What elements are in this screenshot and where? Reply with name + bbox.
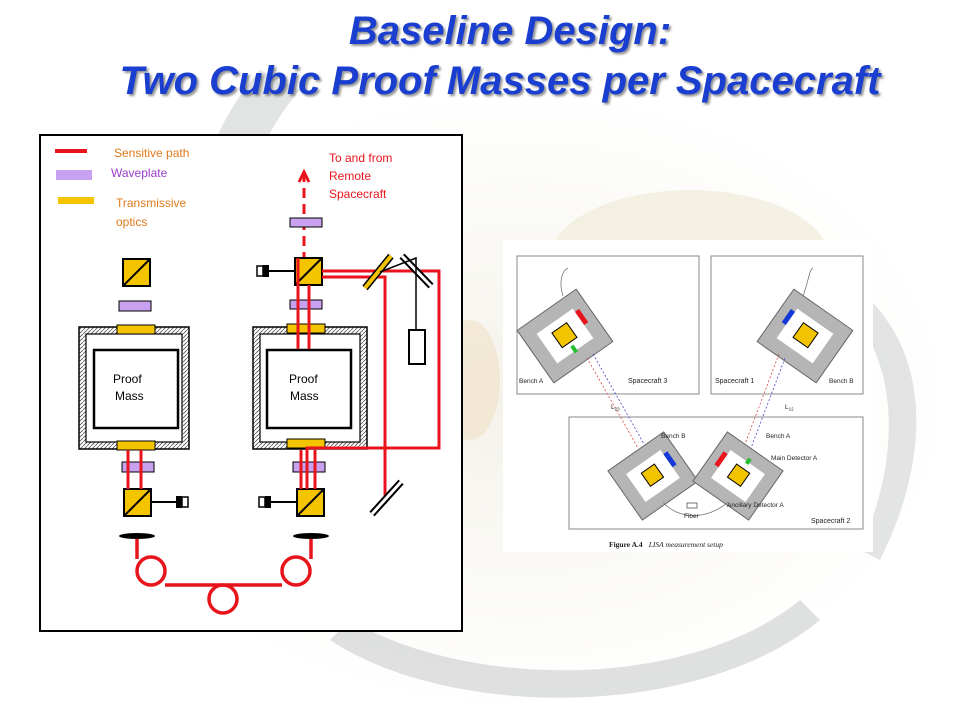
left-bottom-window [116,440,156,451]
right-top-window [286,323,326,334]
optical-bench-schematic: Sensitive path Waveplate Transmissive op… [39,134,463,632]
optical-fiber-loop [135,539,313,615]
slide-title: Baseline Design: Two Cubic Proof Masses … [0,6,960,106]
label-bench-a-sc2: Bench A [766,433,791,440]
label-l23: L23 [611,404,620,412]
legend-transmissive-label-2: optics [116,215,147,229]
legend-transmissive-label-1: Transmissive [116,196,187,210]
left-proof-mass-label-1: Proof [113,372,142,386]
remote-label-line-3: Spacecraft [329,187,387,201]
right-proof-mass-label-1: Proof [289,372,318,386]
spacecraft-2-box [568,416,864,530]
label-main-detector: Main Detector A [771,455,818,462]
remote-beam-arrowhead [297,168,311,183]
left-top-waveplate [118,300,152,312]
label-ancillary-detector: Ancillary Detector A [727,502,784,509]
label-spacecraft-3: Spacecraft 3 [628,378,667,385]
spacecraft-3-box [516,255,700,395]
remote-label-line-2: Remote [329,169,371,183]
left-proof-mass-assembly: Proof Mass [78,258,190,539]
label-bench-a-sc3: Bench A [519,378,544,385]
spacecraft-1-box [710,255,864,395]
sensitive-beam-paths [296,258,441,504]
right-proof-mass [265,348,353,430]
lisa-measurement-setup-figure: Bench A Spacecraft 3 Spacecraft 1 Bench … [503,240,873,552]
legend-waveplate-swatch [56,170,92,180]
title-line-1: Baseline Design: [348,9,672,53]
title-line-2: Two Cubic Proof Masses per Spacecraft [119,59,881,103]
right-fiber-lens [293,533,329,539]
legend-sensitive-path-label: Sensitive path [114,146,189,160]
figure-caption: Figure A.4 LISA measurement setup [609,540,723,549]
local-laser [408,329,426,365]
left-photodiode [176,496,182,508]
label-fiber: Fiber [684,513,700,520]
remote-label-line-1: To and from [329,151,392,165]
left-proof-mass-label-2: Mass [115,389,144,403]
left-fiber-lens [119,533,155,539]
right-top-waveplate [289,299,323,310]
right-bottom-waveplate [292,461,326,473]
legend-transmissive-swatch [58,197,94,204]
left-top-window [116,324,156,335]
bench-sc2-b [607,431,699,521]
right-remote-waveplate [289,217,323,228]
label-spacecraft-1: Spacecraft 1 [715,378,754,385]
bench-sc3 [516,288,614,384]
left-proof-mass [92,348,180,430]
label-spacecraft-2: Spacecraft 2 [811,518,850,525]
legend-waveplate-label: Waveplate [111,166,168,180]
label-l12: L12 [785,404,794,412]
right-proof-mass-label-2: Mass [290,389,319,403]
label-bench-b-sc2: Bench B [661,433,686,440]
bench-sc1 [756,288,854,384]
bench-sc2-a [692,431,784,521]
left-bottom-waveplate [121,461,155,473]
label-bench-b-sc1: Bench B [829,378,854,385]
